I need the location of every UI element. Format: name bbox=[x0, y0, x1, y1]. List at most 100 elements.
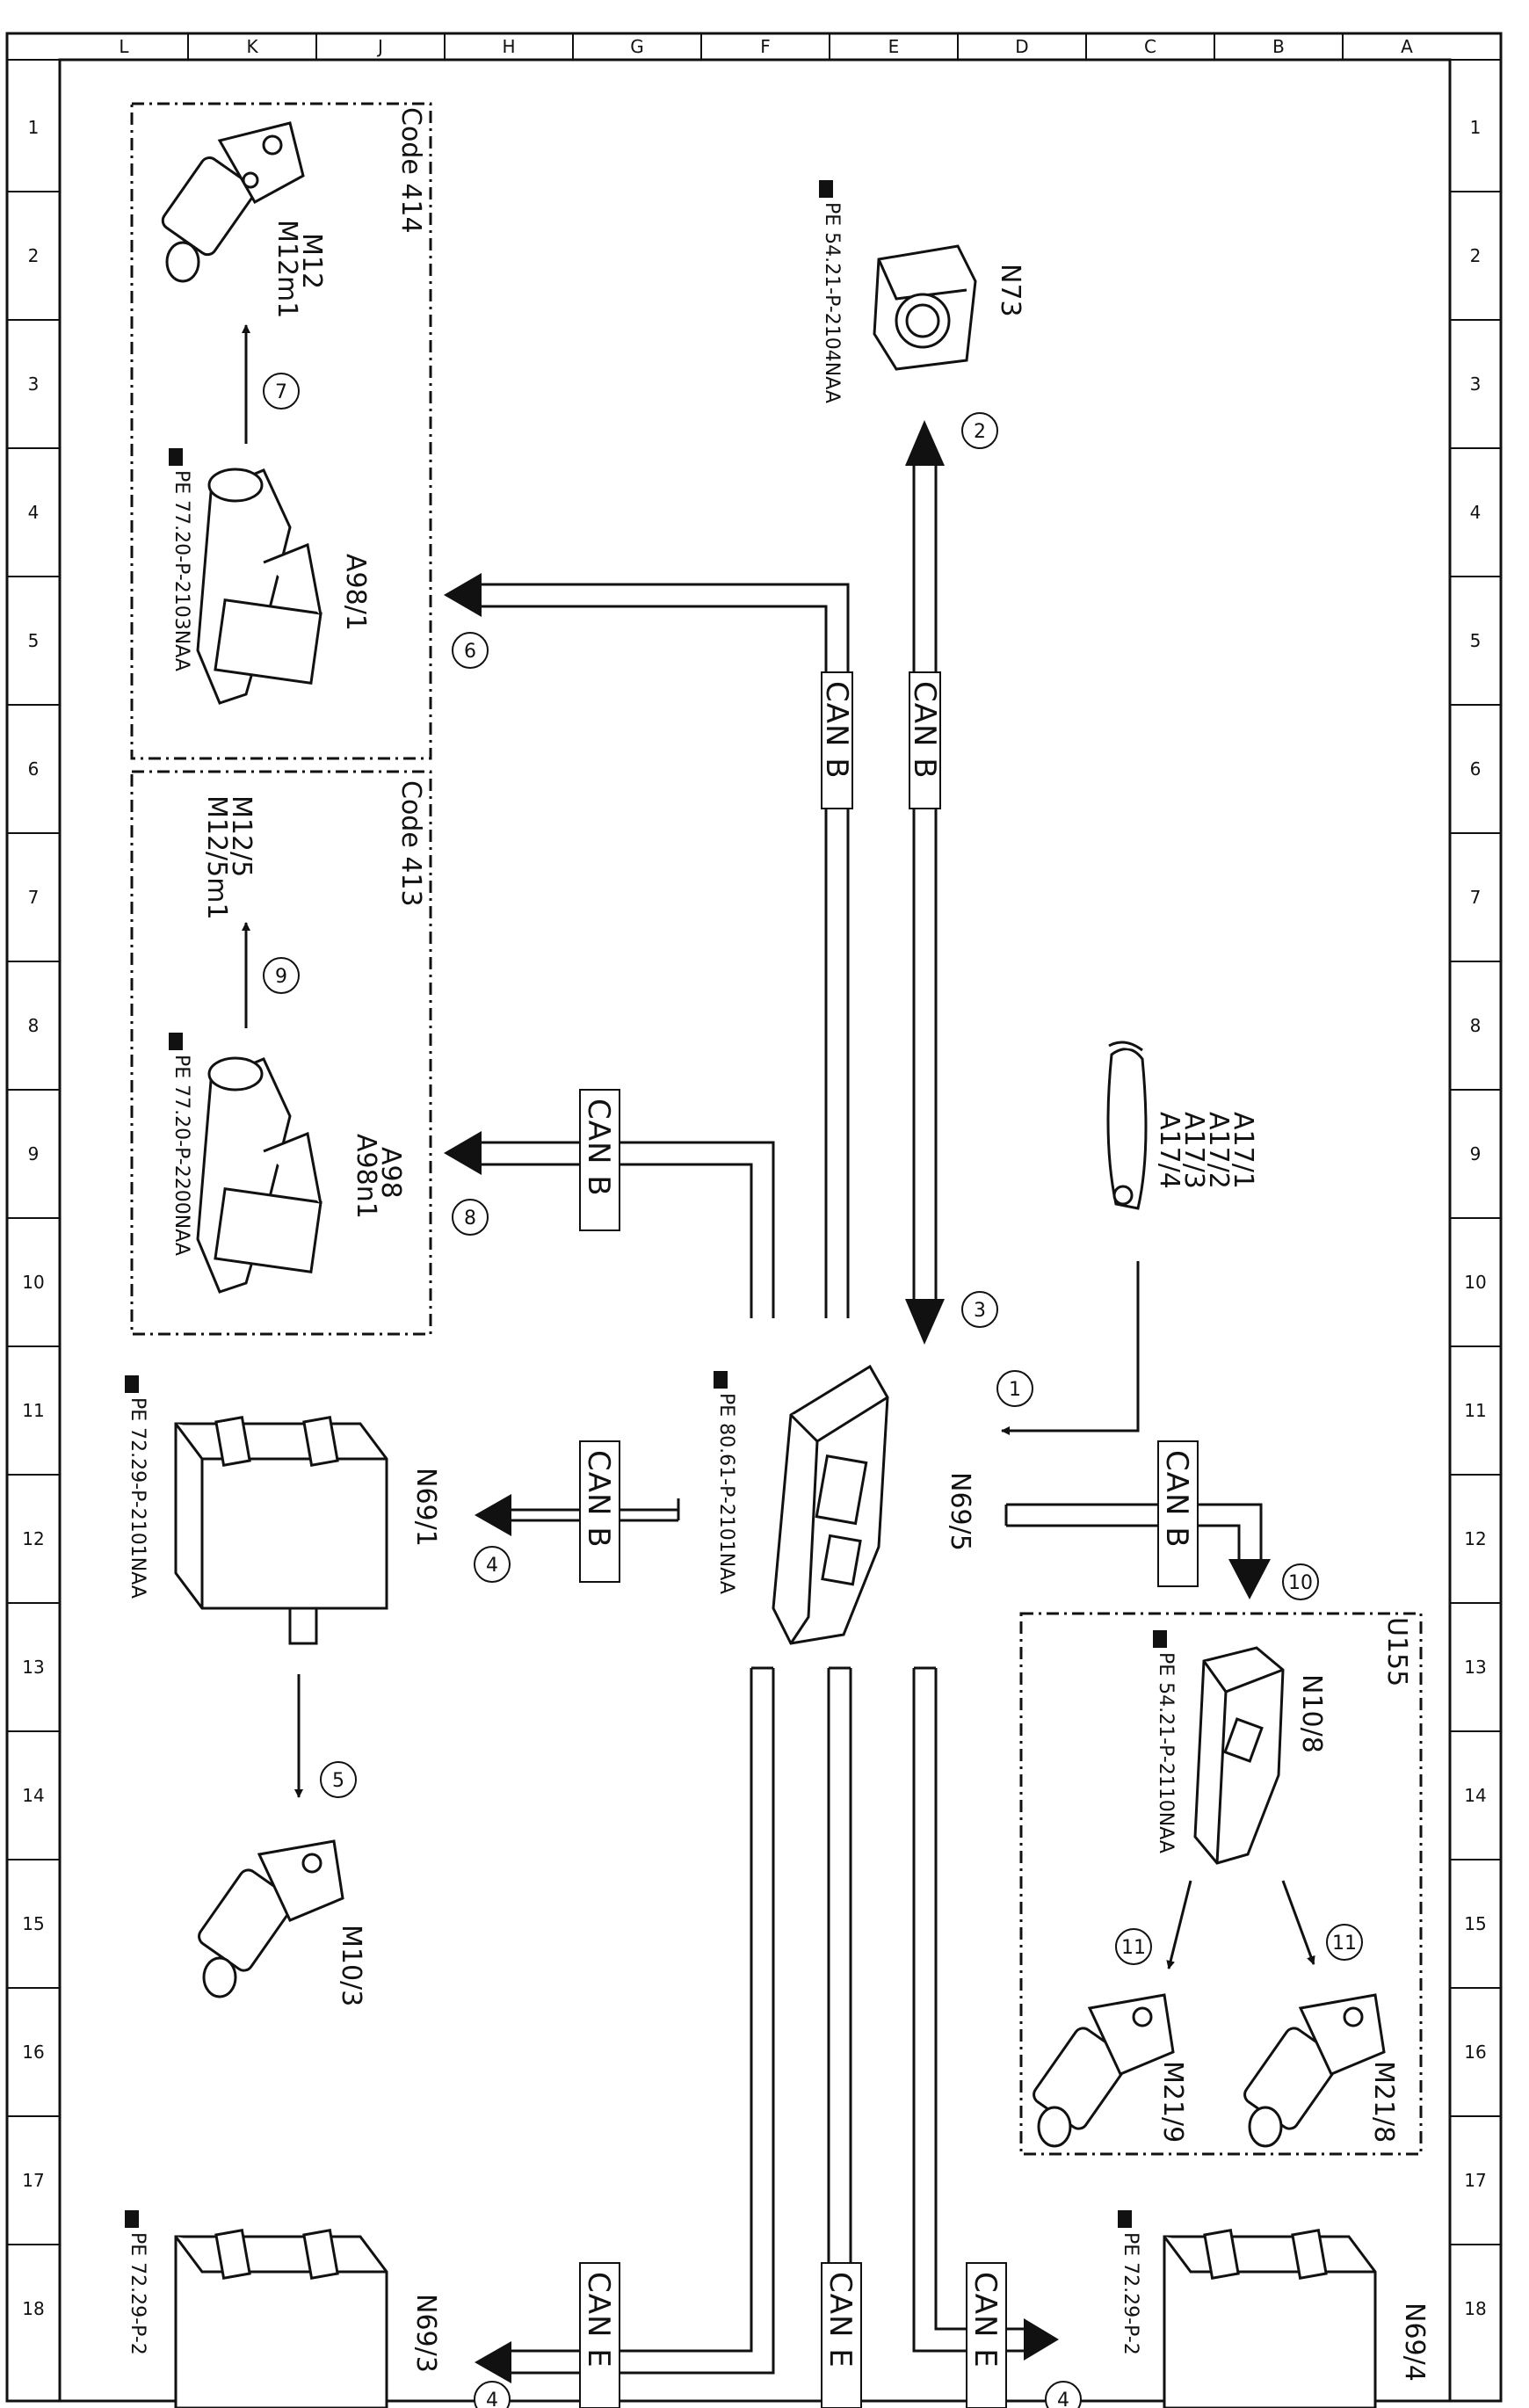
step-1: 1 bbox=[1009, 1379, 1021, 1401]
row-label-3-right: 3 bbox=[1470, 374, 1482, 395]
col-label-d: D bbox=[1015, 36, 1028, 57]
row-label-6-right: 6 bbox=[1470, 758, 1482, 780]
label-a17-1: A17/1 bbox=[1228, 1112, 1258, 1189]
label-a17-2: A17/2 bbox=[1203, 1112, 1234, 1189]
label-m21-9: M21/9 bbox=[1157, 2061, 1188, 2143]
row-label-12-left: 12 bbox=[22, 1528, 44, 1549]
row-label-16-left: 16 bbox=[22, 2042, 44, 2063]
ref-pe-a98: PE 77.20-P-2200NAA bbox=[170, 1055, 192, 1256]
label-n10-8: N10/8 bbox=[1296, 1674, 1327, 1753]
can-b-labels: CAN B CAN B CAN B CAN B CAN B CAN E CAN … bbox=[579, 671, 1199, 2408]
step-11b: 11 bbox=[1332, 1933, 1357, 1955]
row-label-7-right: 7 bbox=[1470, 887, 1482, 908]
n73-switch-icon bbox=[873, 244, 977, 371]
ref-pe-n69-4: PE 72.29-P-2 bbox=[1120, 2232, 1141, 2355]
row-label-13-right: 13 bbox=[1464, 1657, 1486, 1678]
ref-pe-n69-1: PE 72.29-P-2101NAA bbox=[127, 1397, 149, 1599]
col-label-a: A bbox=[1401, 36, 1413, 57]
row-label-17-right: 17 bbox=[1464, 2170, 1486, 2191]
col-label-j: J bbox=[376, 36, 383, 57]
row-label-18-left: 18 bbox=[22, 2298, 44, 2319]
row-label-16-right: 16 bbox=[1464, 2042, 1486, 2063]
label-a98-1: A98/1 bbox=[340, 554, 371, 631]
col-label-h: H bbox=[502, 36, 515, 57]
group-code-414 bbox=[130, 102, 432, 760]
label-n69-3: N69/3 bbox=[410, 2294, 441, 2373]
label-m12m1: M12m1 bbox=[272, 220, 302, 318]
step-2: 2 bbox=[974, 421, 986, 443]
label-a98: A98 bbox=[375, 1147, 406, 1199]
can-b-label-middle: CAN E bbox=[822, 2272, 858, 2368]
col-label-c: C bbox=[1144, 36, 1156, 57]
row-label-4-right: 4 bbox=[1470, 502, 1482, 523]
a98-1-module-icon bbox=[196, 468, 322, 705]
group-label-code-413: Code 413 bbox=[395, 780, 426, 907]
label-n69-5: N69/5 bbox=[945, 1472, 975, 1551]
row-label-7-left: 7 bbox=[28, 887, 40, 908]
label-m10-3: M10/3 bbox=[336, 1925, 366, 2006]
can-b-label-n69-3: CAN E bbox=[581, 2272, 616, 2368]
row-label-10-left: 10 bbox=[22, 1272, 44, 1293]
row-label-18-right: 18 bbox=[1464, 2298, 1486, 2319]
row-label-4-left: 4 bbox=[28, 502, 40, 523]
ref-pe-a98-1: PE 77.20-P-2103NAA bbox=[170, 470, 192, 671]
step-11a: 11 bbox=[1121, 1937, 1146, 1959]
row-label-15-right: 15 bbox=[1464, 1913, 1486, 1934]
label-a17-4: A17/4 bbox=[1154, 1112, 1185, 1189]
step-4-n69-4: 4 bbox=[1057, 2390, 1069, 2408]
row-label-3-left: 3 bbox=[28, 374, 40, 395]
label-a17-3: A17/3 bbox=[1178, 1112, 1209, 1189]
row-label-1-left: 1 bbox=[28, 117, 40, 138]
row-label-5-right: 5 bbox=[1470, 630, 1482, 651]
row-label-5-left: 5 bbox=[28, 630, 40, 651]
m21-8-motor-icon bbox=[1243, 1993, 1386, 2148]
step-5: 5 bbox=[332, 1770, 344, 1792]
row-ruler: 1 2 3 4 5 6 7 8 9 10 11 12 13 14 15 16 1… bbox=[7, 117, 1501, 2319]
reference-hand-icons bbox=[125, 180, 1167, 2228]
ref-pe-n69-3: PE 72.29-P-2 bbox=[127, 2232, 149, 2355]
label-m12: M12 bbox=[296, 233, 327, 289]
row-label-2-left: 2 bbox=[28, 245, 40, 266]
label-n69-4: N69/4 bbox=[1399, 2303, 1430, 2382]
col-label-e: E bbox=[888, 36, 900, 57]
can-b-label-a98: CAN B bbox=[581, 1099, 616, 1197]
a98-module-icon bbox=[196, 1056, 322, 1294]
label-m12-5m1: M12/5m1 bbox=[201, 795, 232, 920]
can-b-label-n73: CAN B bbox=[907, 681, 942, 780]
can-b-label-n69-4: CAN E bbox=[967, 2272, 1003, 2368]
group-u155 bbox=[1019, 1612, 1423, 2156]
can-b-label-a98-1: CAN B bbox=[819, 681, 854, 780]
step-8: 8 bbox=[464, 1208, 476, 1229]
ref-pe-n73: PE 54.21-P-2104NAA bbox=[821, 202, 843, 403]
n69-1-door-control-icon bbox=[174, 1416, 388, 1645]
step-markers: 1 2 3 4 5 6 7 8 9 10 11 11 4 4 bbox=[263, 373, 1363, 2408]
label-m21-8: M21/8 bbox=[1368, 2061, 1399, 2143]
n69-3-door-control-icon bbox=[174, 2229, 388, 2408]
row-label-9-left: 9 bbox=[28, 1143, 40, 1164]
label-m12-5: M12/5 bbox=[226, 795, 257, 877]
col-label-f: F bbox=[760, 36, 771, 57]
ref-pe-n10-8: PE 54.21-P-2110NAA bbox=[1155, 1652, 1177, 1853]
label-a98n1: A98n1 bbox=[351, 1134, 381, 1219]
single-arrows bbox=[242, 324, 1315, 1969]
m12-motor-icon bbox=[161, 121, 305, 283]
step-3: 3 bbox=[974, 1300, 986, 1322]
step-7: 7 bbox=[275, 381, 287, 403]
row-label-1-right: 1 bbox=[1470, 117, 1482, 138]
col-label-b: B bbox=[1272, 36, 1285, 57]
row-label-14-right: 14 bbox=[1464, 1785, 1486, 1806]
step-4-n69-3: 4 bbox=[486, 2390, 498, 2408]
step-10: 10 bbox=[1288, 1572, 1313, 1594]
col-label-g: G bbox=[630, 36, 644, 57]
row-label-14-left: 14 bbox=[22, 1785, 44, 1806]
column-ruler: L K J H G F E D C B A bbox=[7, 33, 1501, 61]
row-label-6-left: 6 bbox=[28, 758, 40, 780]
row-label-9-right: 9 bbox=[1470, 1143, 1482, 1164]
row-label-10-right: 10 bbox=[1464, 1272, 1486, 1293]
step-6: 6 bbox=[464, 641, 476, 663]
row-label-2-right: 2 bbox=[1470, 245, 1482, 266]
ref-pe-n69-5: PE 80.61-P-2101NAA bbox=[715, 1393, 737, 1594]
row-label-11-right: 11 bbox=[1464, 1400, 1486, 1421]
row-label-13-left: 13 bbox=[22, 1657, 44, 1678]
